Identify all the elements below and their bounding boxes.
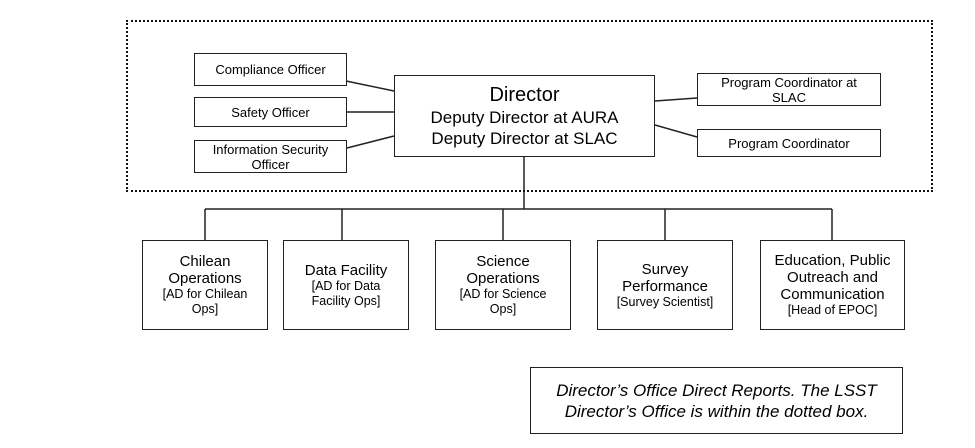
program-coordinator-box: Program Coordinator (697, 129, 881, 157)
safety-officer-box: Safety Officer (194, 97, 347, 127)
compliance-officer-box: Compliance Officer (194, 53, 347, 86)
epoc-name: Education, Public Outreach and Communica… (774, 252, 891, 303)
science-operations-name: Science Operations (466, 253, 540, 287)
chilean-operations-name: Chilean Operations (168, 253, 242, 287)
deputy-director-aura: Deputy Director at AURA (430, 107, 619, 127)
program-coordinator-label: Program Coordinator (728, 135, 850, 151)
connector-program-coordinator (654, 124, 698, 138)
director-box: Director Deputy Director at AURA Deputy … (394, 75, 655, 157)
epoc-box: Education, Public Outreach and Communica… (760, 240, 905, 330)
science-operations-lead: [AD for Science Ops] (459, 287, 547, 316)
information-security-officer-label: Information Security Officer (212, 141, 329, 172)
information-security-officer-box: Information Security Officer (194, 140, 347, 173)
epoc-lead: [Head of EPOC] (787, 303, 878, 317)
deputy-director-slac: Deputy Director at SLAC (431, 128, 618, 148)
program-coordinator-slac-box: Program Coordinator at SLAC (697, 73, 881, 106)
data-facility-box: Data Facility [AD for Data Facility Ops] (283, 240, 409, 330)
survey-performance-lead: [Survey Scientist] (616, 294, 714, 309)
chilean-operations-box: Chilean Operations [AD for Chilean Ops] (142, 240, 268, 330)
chilean-operations-lead: [AD for Chilean Ops] (162, 287, 248, 316)
program-coordinator-slac-label: Program Coordinator at SLAC (721, 74, 857, 105)
compliance-officer-label: Compliance Officer (215, 62, 326, 77)
survey-performance-name: Survey Performance (622, 260, 708, 295)
survey-performance-box: Survey Performance [Survey Scientist] (597, 240, 733, 330)
data-facility-name: Data Facility (304, 261, 388, 279)
connector-compliance (345, 80, 395, 92)
directors-office-boundary (126, 20, 933, 192)
data-facility-lead: [AD for Data Facility Ops] (311, 278, 381, 308)
caption-text: Director’s Office Direct Reports. The LS… (556, 380, 877, 421)
science-operations-box: Science Operations [AD for Science Ops] (435, 240, 571, 330)
connector-infosec (346, 135, 395, 149)
director-title: Director (489, 83, 560, 106)
safety-officer-label: Safety Officer (231, 104, 310, 120)
caption-box: Director’s Office Direct Reports. The LS… (530, 367, 903, 434)
connector-program-coordinator-slac (654, 97, 698, 102)
